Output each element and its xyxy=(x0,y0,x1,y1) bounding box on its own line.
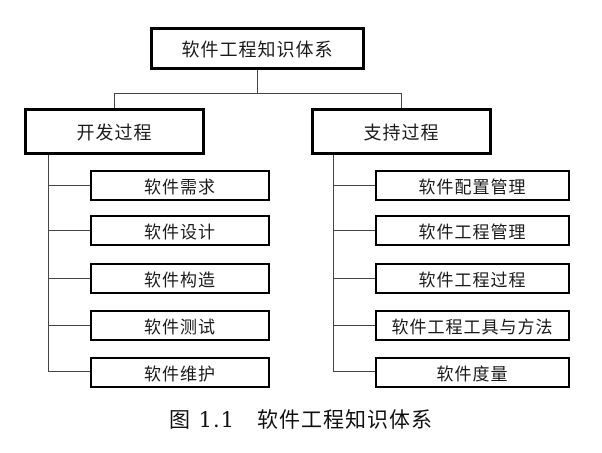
connector-left-trunk xyxy=(48,155,49,372)
connector-stub xyxy=(333,371,375,372)
leaf-node-software-measurement: 软件度量 xyxy=(375,357,570,388)
connector-stub xyxy=(48,371,90,372)
leaf-node-software-construction: 软件构造 xyxy=(90,263,270,294)
connector-stub xyxy=(333,278,375,279)
connector-dev-drop xyxy=(114,93,115,108)
leaf-node-software-configuration-management: 软件配置管理 xyxy=(375,170,570,201)
connector-sup-drop xyxy=(401,93,402,108)
leaf-node-software-engineering-tools-and-methods: 软件工程工具与方法 xyxy=(375,310,570,341)
connector-root-drop xyxy=(257,70,258,93)
branch-node-support-process: 支持过程 xyxy=(311,108,492,155)
leaf-node-software-testing: 软件测试 xyxy=(90,310,270,341)
leaf-node-software-requirements: 软件需求 xyxy=(90,170,270,201)
branch-node-development-process: 开发过程 xyxy=(24,108,205,155)
connector-stub xyxy=(48,278,90,279)
root-node-software-engineering-bok: 软件工程知识体系 xyxy=(150,27,365,70)
figure-caption: 图 1.1 软件工程知识体系 xyxy=(168,408,434,432)
connector-stub xyxy=(333,325,375,326)
connector-stub xyxy=(48,230,90,231)
leaf-node-software-engineering-process: 软件工程过程 xyxy=(375,263,570,294)
connector-stub xyxy=(48,185,90,186)
leaf-node-software-design: 软件设计 xyxy=(90,215,270,246)
connector-stub xyxy=(333,185,375,186)
connector-stub xyxy=(333,230,375,231)
leaf-node-software-engineering-management: 软件工程管理 xyxy=(375,215,570,246)
leaf-node-software-maintenance: 软件维护 xyxy=(90,357,270,388)
connector-stub xyxy=(48,325,90,326)
connector-right-trunk xyxy=(333,155,334,372)
connector-branch-span xyxy=(114,93,402,94)
